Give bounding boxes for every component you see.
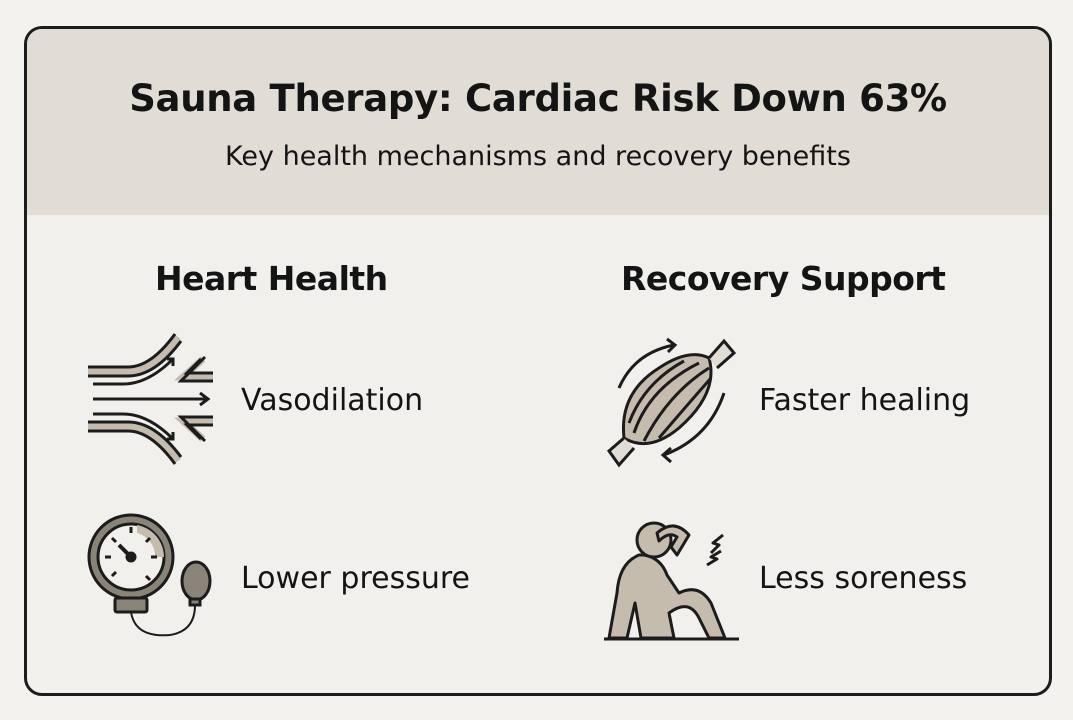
- header-band: [27, 29, 1049, 215]
- blood-pressure-gauge-icon: [87, 513, 212, 637]
- page-subtitle: Key health mechanisms and recovery benef…: [225, 141, 851, 172]
- sore-person-icon: [604, 521, 739, 641]
- infographic-card: Sauna Therapy: Cardiac Risk Down 63% Key…: [24, 26, 1052, 696]
- page-title: Sauna Therapy: Cardiac Risk Down 63%: [129, 77, 947, 120]
- less-soreness-label: Less soreness: [759, 561, 968, 596]
- muscle-icon: [606, 337, 737, 468]
- vasodilation-icon: [88, 333, 213, 465]
- recovery-support-heading: Recovery Support: [621, 259, 946, 298]
- heart-health-heading: Heart Health: [155, 259, 388, 298]
- lower-pressure-label: Lower pressure: [241, 561, 470, 596]
- vasodilation-label: Vasodilation: [241, 383, 424, 418]
- faster-healing-label: Faster healing: [759, 383, 971, 418]
